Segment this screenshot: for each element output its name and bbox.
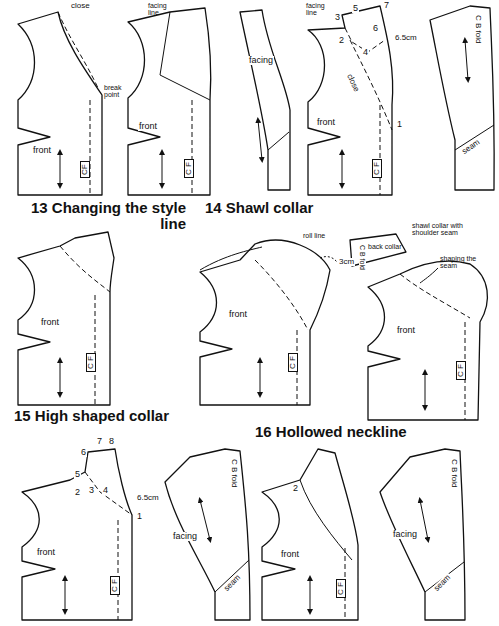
pattern-label: facing line — [306, 2, 336, 17]
callout-number: 4 — [362, 48, 369, 57]
pattern-label: shaping the seam — [440, 255, 492, 270]
centre-front-mark: C F — [336, 579, 346, 598]
callout-number: 3 — [334, 13, 341, 22]
pattern-label: break point — [104, 84, 134, 99]
pattern-label: front — [40, 318, 60, 327]
pattern-label: C B fold — [230, 458, 238, 488]
pattern-label: front — [138, 122, 158, 131]
centre-front-mark: C F — [110, 576, 120, 595]
callout-number: 5 — [74, 470, 81, 479]
callout-number: 1 — [396, 120, 403, 129]
centre-front-mark: C F — [288, 353, 298, 372]
centre-front-mark: C F — [372, 159, 382, 178]
pattern-label: C B fold — [359, 244, 366, 271]
callout-number: 8 — [108, 437, 115, 446]
pattern-label: front — [280, 550, 300, 559]
callout-number: 7 — [96, 437, 103, 446]
centre-front-mark: C F — [456, 361, 466, 380]
pattern-label: front — [32, 146, 52, 155]
section-heading: 16 Hollowed neckline — [255, 424, 495, 440]
pattern-label: C B fold — [474, 14, 482, 44]
section-heading: 15 High shaped collar — [14, 408, 254, 424]
pattern-label: facing — [248, 56, 274, 65]
section-heading: 14 Shawl collar — [205, 200, 345, 216]
callout-number: 2 — [338, 36, 345, 45]
centre-front-mark: C F — [184, 159, 194, 178]
pattern-label: 6.5cm — [136, 494, 160, 502]
pattern-label: front — [396, 326, 416, 335]
callout-number: 1 — [136, 512, 143, 521]
pattern-label: shawl collar with shoulder seam — [412, 222, 484, 237]
pattern-label: front — [316, 118, 336, 127]
pattern-label: facing — [392, 530, 418, 539]
callout-number: 2 — [74, 488, 81, 497]
pattern-label: close — [70, 2, 91, 10]
callout-number: 2 — [292, 484, 299, 493]
pattern-label: roll line — [302, 232, 326, 239]
pattern-label: facing — [172, 532, 198, 541]
callout-number: 5 — [352, 4, 359, 13]
section-heading: 13 Changing the style line — [4, 200, 186, 232]
callout-number: 4 — [102, 486, 109, 495]
pattern-label: 6.5cm — [394, 34, 418, 42]
pattern-label: 3cm — [338, 258, 355, 266]
pattern-label: front — [228, 310, 248, 319]
callout-number: 3 — [88, 486, 95, 495]
callout-number: 7 — [383, 1, 390, 10]
centre-front-mark: C F — [86, 353, 96, 372]
pattern-label: front — [36, 548, 56, 557]
pattern-label: back collar — [368, 243, 402, 250]
callout-number: 6 — [80, 448, 87, 457]
pattern-label: C B fold — [450, 458, 458, 488]
centre-front-mark: CF — [80, 161, 90, 178]
pattern-label: facing line — [148, 2, 178, 17]
callout-number: 6 — [372, 24, 379, 33]
